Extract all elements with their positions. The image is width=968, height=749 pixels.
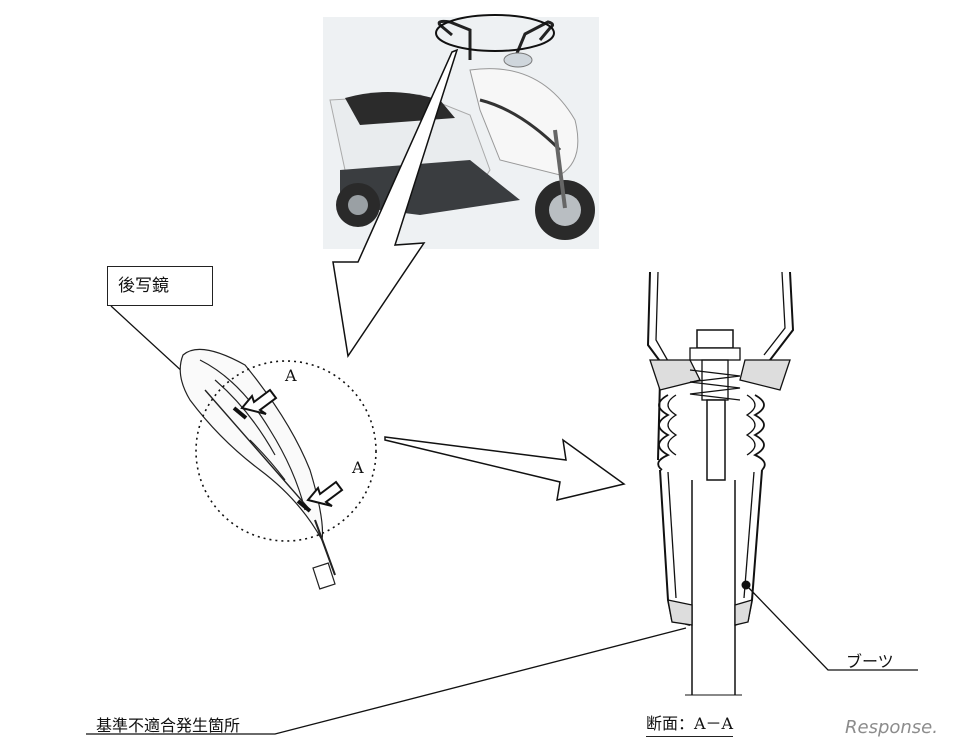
section-marker-a-top: A: [285, 366, 297, 385]
section-caption: 断面：A－A: [646, 710, 734, 737]
scooter-photo: [323, 14, 599, 249]
mirror-label: 後写鏡: [118, 276, 169, 296]
section-marker-a-right: A: [352, 458, 364, 477]
section-view: [646, 271, 795, 696]
arrow-to-section: [384, 436, 626, 501]
section-pointer-arrows: [240, 388, 344, 507]
response-watermark: Response.: [845, 717, 938, 738]
boot-label: ブーツ: [846, 652, 894, 671]
arrow-to-mirror: [332, 48, 459, 358]
defect-location-label: 基準不適合発生箇所: [96, 716, 241, 735]
mirror-label-box: 後写鏡: [107, 266, 213, 306]
detail-circle: [195, 360, 377, 542]
mirror-illustration: [179, 348, 336, 590]
